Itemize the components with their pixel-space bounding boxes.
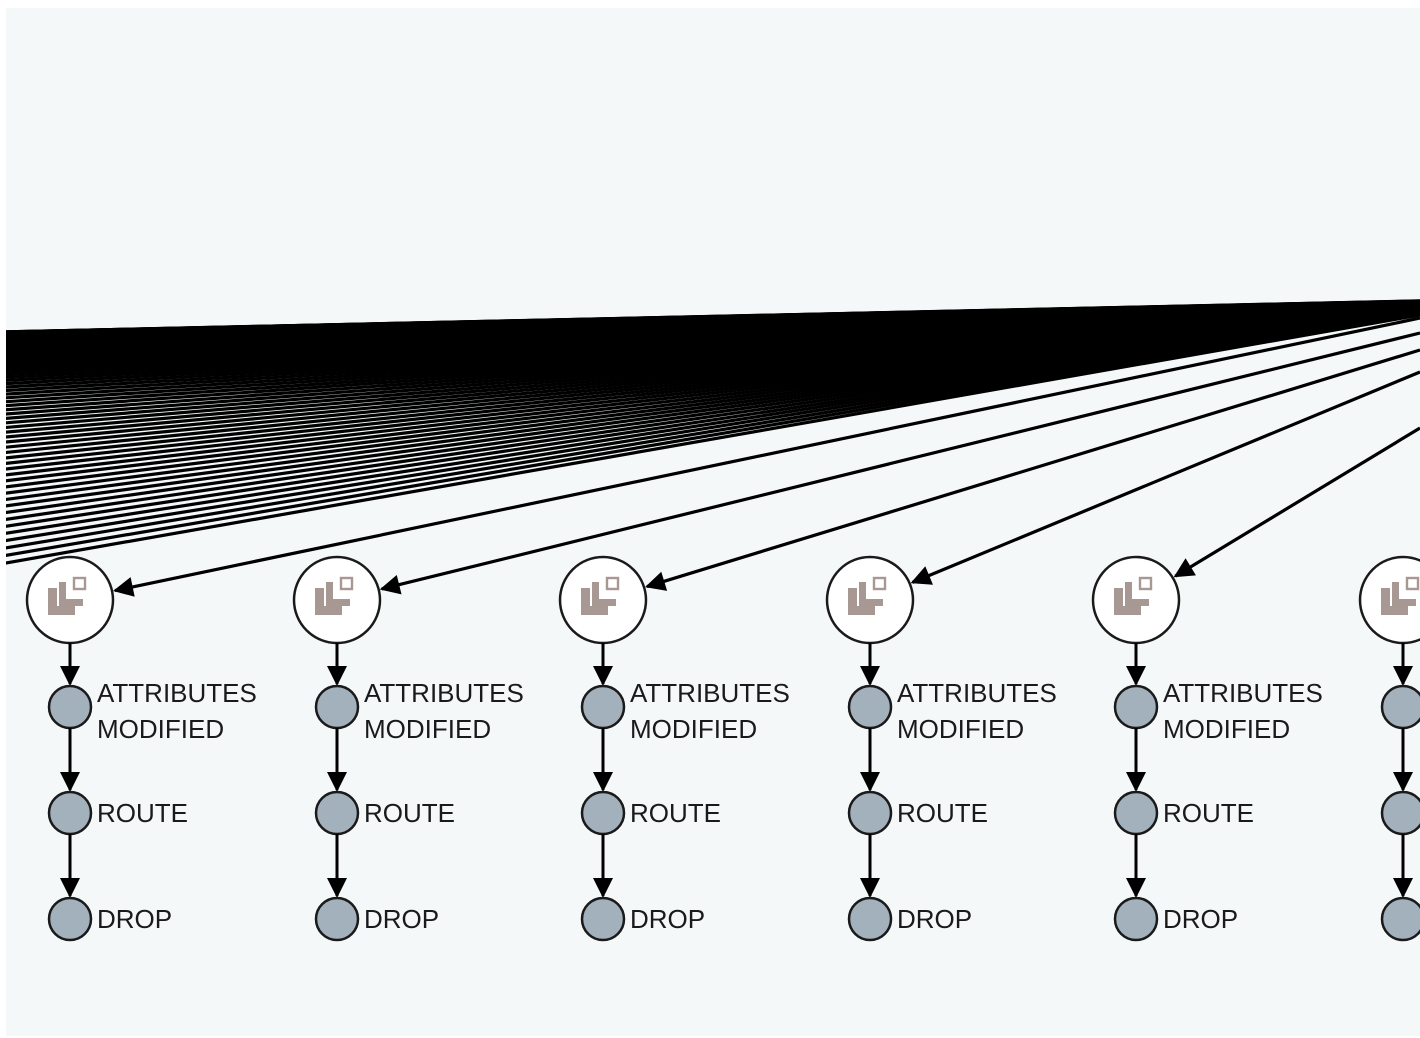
incoming-edge (6, 313, 1420, 565)
processor-icon (848, 576, 887, 615)
event-node[interactable] (847, 790, 893, 836)
incoming-edge-fan (6, 299, 1420, 565)
event-node[interactable] (314, 790, 360, 836)
event-node[interactable] (1380, 896, 1420, 942)
event-node[interactable] (847, 684, 893, 730)
event-label: ROUTE (97, 798, 188, 828)
event-node[interactable] (580, 896, 626, 942)
processor-node[interactable] (25, 555, 115, 645)
event-node[interactable] (1380, 790, 1420, 836)
event-label: ROUTE (364, 798, 455, 828)
processor-column: ATTRIBUTES MODIFIED ROUTE DROP (292, 331, 1420, 942)
event-label: DROP (1163, 904, 1238, 934)
event-node[interactable] (47, 896, 93, 942)
event-node[interactable] (580, 684, 626, 730)
processor-column: ATTRIBUTES MODIFIED ROUTE DROP (558, 348, 1420, 942)
event-node[interactable] (1113, 896, 1159, 942)
event-node[interactable] (47, 684, 93, 730)
event-label: DROP (630, 904, 705, 934)
processor-icon (1114, 576, 1153, 615)
event-label: DROP (97, 904, 172, 934)
processor-icon (1381, 576, 1420, 615)
event-label: ROUTE (1163, 798, 1254, 828)
edge-to-processor (1173, 426, 1420, 578)
event-label: ROUTE (630, 798, 721, 828)
processor-node[interactable] (1358, 555, 1420, 645)
event-label: MODIFIED (97, 714, 224, 744)
processor-column: ATTRIBUTES MODIFIED ROUTE DROP (25, 316, 1420, 942)
event-node[interactable] (47, 790, 93, 836)
event-label: MODIFIED (364, 714, 491, 744)
processor-icon (315, 576, 354, 615)
event-node[interactable] (847, 896, 893, 942)
edge-to-processor (113, 316, 1420, 597)
event-label: DROP (897, 904, 972, 934)
event-label: MODIFIED (630, 714, 757, 744)
event-label: ROUTE (897, 798, 988, 828)
event-label: ATTRIBUTES (97, 678, 257, 708)
event-node[interactable] (314, 684, 360, 730)
event-node[interactable] (1113, 684, 1159, 730)
event-label: ATTRIBUTES (364, 678, 524, 708)
event-label: DROP (364, 904, 439, 934)
processor-node[interactable] (558, 555, 648, 645)
event-label: MODIFIED (1163, 714, 1290, 744)
event-label: MODIFIED (897, 714, 1024, 744)
edge-to-processor (645, 348, 1420, 591)
event-node[interactable] (580, 790, 626, 836)
event-label: ATTRIBUTES (630, 678, 790, 708)
processor-icon (48, 576, 87, 615)
processor-columns: ATTRIBUTES MODIFIED ROUTE DROP ATTRIBUTES MOD… (25, 316, 1420, 942)
edge-to-processor (379, 331, 1420, 595)
processor-node[interactable] (1091, 555, 1181, 645)
event-node[interactable] (1113, 790, 1159, 836)
processor-icon (581, 576, 620, 615)
processor-node[interactable] (292, 555, 382, 645)
event-label: ATTRIBUTES (897, 678, 1057, 708)
event-label: ATTRIBUTES (1163, 678, 1323, 708)
processor-column: ATTRIBUTES MODIFIED ROUTE DROP (1091, 426, 1420, 942)
processor-column (1358, 555, 1420, 942)
event-node[interactable] (1380, 684, 1420, 730)
provenance-graph-canvas[interactable]: ATTRIBUTES MODIFIED ROUTE DROP ATTRIBUTES MOD… (6, 8, 1420, 1036)
event-node[interactable] (314, 896, 360, 942)
provenance-graph[interactable]: ATTRIBUTES MODIFIED ROUTE DROP ATTRIBUTES MOD… (6, 8, 1420, 1036)
edge-to-processor (910, 370, 1420, 585)
processor-column: ATTRIBUTES MODIFIED ROUTE DROP (825, 370, 1420, 942)
processor-node[interactable] (825, 555, 915, 645)
